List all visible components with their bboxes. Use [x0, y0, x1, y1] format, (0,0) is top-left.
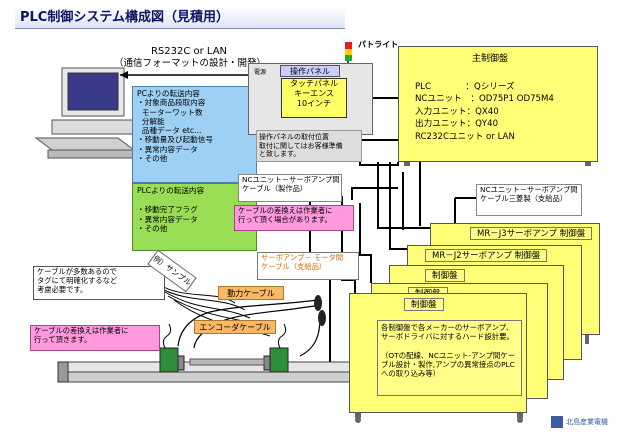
- pc-transfer-line: 品種データ etc…: [137, 126, 202, 135]
- spec-line: RC232Cユニット or LAN: [415, 131, 515, 142]
- encoder-cable-label: エンコーダケーブル: [194, 320, 276, 334]
- nc-amp-cable-supplied: NCユニット－サーボアンプ間 ケーブル三菱製（支給品）: [476, 184, 582, 216]
- servo-motor-cable-label: サーボアンプ－ モータ間 ケーブル（支給品）: [257, 252, 359, 280]
- spec-line: PLC ：Qシリーズ: [415, 82, 515, 92]
- company-logo-icon: [551, 416, 563, 428]
- plc-transfer-line: ・異常内容データ: [137, 214, 198, 224]
- plc-transfer-line: ・移動完了フラグ: [137, 205, 198, 215]
- touch-panel-screen: タッチパネル キーエンス 10インチ: [281, 78, 347, 118]
- plc-transfer-line: ・その他: [137, 223, 168, 233]
- spec-line: NCユニット ：OD75P1 OD75M4: [415, 94, 554, 105]
- operation-panel-note: 操作パネルの取付位置 取付に関してはお客様準備 と致します。: [256, 130, 362, 162]
- rs232c-arrow: [120, 71, 262, 79]
- control-cabinet-label: 制御盤: [404, 298, 444, 311]
- plc-transfer-heading: PLCよりの転送内容: [137, 186, 205, 195]
- actuator-rail: [57, 347, 368, 383]
- title-banner: [15, 7, 345, 29]
- spec-line: 出力ユニット：QY40: [415, 119, 499, 130]
- pc-transfer-heading: PCよりの転送内容: [137, 89, 200, 98]
- pc-transfer-line: モーターワット数: [137, 107, 203, 117]
- main-control-cabinet: [398, 46, 598, 162]
- main-cabinet-title: 主制御盤: [472, 54, 509, 64]
- power-cable-label: 動力ケーブル: [218, 286, 284, 300]
- pc-transfer-line: ・その他: [137, 153, 168, 163]
- communication-format-label: （通信フォーマットの設計・開発）: [113, 58, 266, 69]
- touch-panel-line: タッチパネル: [290, 79, 338, 88]
- pc-transfer-line: ・対象商品段取内容: [137, 98, 206, 108]
- power-label: 電源: [253, 69, 266, 76]
- operation-panel-title: 操作パネル: [280, 65, 340, 77]
- computer-icon: [34, 67, 137, 159]
- mr-j3-cabinet-label: MR－J3サーボアンプ 制御盤: [470, 227, 593, 240]
- company-logo: 北島産業電機: [566, 418, 608, 426]
- control-cabinet-3-label: 制御盤: [425, 269, 465, 282]
- pc-transfer-line: ・異常内容データ: [137, 144, 198, 154]
- cable-tag-note: ケーブルが多数あるので タグにて明確化するなど 考慮必要です。: [33, 266, 165, 300]
- pc-transfer-line: ・移動量及び起動信号: [137, 135, 213, 145]
- pc-transfer-box: PCよりの転送内容 ・対象商品段取内容 モーターワット数 分解能 品種データ e…: [132, 86, 257, 183]
- spec-line: 入力ユニット：QX40: [415, 106, 499, 117]
- main-cabinet-spec: PLC ：Qシリーズ NCユニット ：OD75P1 OD75M4 入力ユニット：…: [415, 81, 554, 143]
- cable-swap-note: ケーブルの差換えは作業者に 行って頂く場合があります。: [234, 205, 354, 231]
- cable-swap-note: ケーブルの差換えは作業者に 行って頂きます。: [30, 325, 160, 351]
- pc-transfer-line: 分解能: [137, 116, 165, 126]
- nc-amp-cable-fabricated: NCユニット－サーボアンプ間 ケーブル（製作品）: [238, 174, 342, 202]
- rs232c-label: RS232C or LAN: [150, 46, 228, 57]
- patlite-label: パトライト: [358, 40, 399, 49]
- control-cabinet-description: 各制御盤で各メーカーのサーボアンプ、サーボドライバに対するハード設計要。 （OT…: [377, 320, 522, 396]
- touch-panel-line: 10インチ: [296, 98, 332, 108]
- page-title: PLC制御システム構成図（見積用）: [20, 10, 229, 25]
- touch-panel-line: キーエンス: [294, 88, 334, 98]
- mr-j2-cabinet-label: MR－J2サーボアンプ 制御盤: [425, 249, 548, 262]
